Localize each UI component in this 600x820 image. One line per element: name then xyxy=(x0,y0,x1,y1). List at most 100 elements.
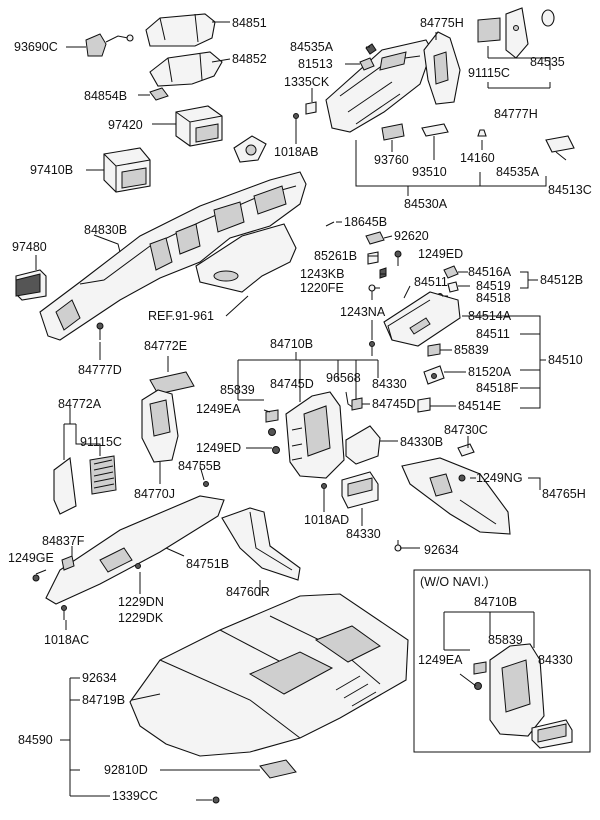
glovebox-84511 xyxy=(383,291,461,347)
label-1018ad: 1018AD xyxy=(304,513,349,527)
column-cover-lower xyxy=(149,51,223,87)
label-84777d: 84777D xyxy=(78,363,122,377)
inset-tray-84330 xyxy=(531,719,573,749)
side-trim-84765h xyxy=(401,457,511,535)
label-84518f: 84518F xyxy=(476,381,519,395)
screw-1243na xyxy=(369,341,375,356)
floor-carpet-84590 xyxy=(129,593,409,757)
vent-round xyxy=(233,135,267,163)
switch-93510 xyxy=(421,123,449,137)
screw-1220fe xyxy=(368,284,376,300)
label-1249ng: 1249NG xyxy=(476,471,523,485)
label-84535a-mid: 84535A xyxy=(496,165,540,179)
label-84745d-a: 84745D xyxy=(270,377,314,391)
clip-81513 xyxy=(359,57,375,71)
label-1229dn: 1229DN xyxy=(118,595,164,609)
label-84514e: 84514E xyxy=(458,399,501,413)
label-84777h: 84777H xyxy=(494,107,538,121)
bracket-84777h xyxy=(505,7,529,59)
label-84330-b: 84330 xyxy=(346,527,381,541)
label-84830b: 84830B xyxy=(84,223,127,237)
inset-label-84330: 84330 xyxy=(538,653,573,667)
label-84511-mid: 84511 xyxy=(476,327,510,341)
clip-14160 xyxy=(477,129,487,137)
clip-84755b xyxy=(203,481,209,487)
label-18645b: 18645B xyxy=(344,215,387,229)
clip-85839-mid xyxy=(265,409,279,423)
column-cover-upper xyxy=(145,13,216,47)
label-1018ab: 1018AB xyxy=(274,145,318,159)
label-96568: 96568 xyxy=(326,371,361,385)
label-84516a: 84516A xyxy=(468,265,512,279)
label-84530a: 84530A xyxy=(404,197,448,211)
clip-84854b xyxy=(149,87,169,101)
label-97420: 97420 xyxy=(108,118,143,132)
label-1249ge: 1249GE xyxy=(8,551,54,565)
grille-91115c xyxy=(89,455,117,495)
inset-clip-85839 xyxy=(473,661,487,675)
clip-84837f xyxy=(61,555,75,571)
lower-trim-84751b xyxy=(45,495,225,605)
speaker-97480 xyxy=(15,269,47,301)
label-92634-bot: 92634 xyxy=(82,671,117,685)
connector-92634-mid xyxy=(394,540,402,552)
label-84772a: 84772A xyxy=(58,397,102,411)
inset-frame xyxy=(413,569,591,753)
labels: 84851 93690C 84852 84854B 97420 97410B 8… xyxy=(8,16,592,803)
lower-panel-ref xyxy=(195,223,297,293)
crash-pad-84830b xyxy=(39,171,307,341)
lamp-92620 xyxy=(365,231,385,245)
clip-84535 xyxy=(541,9,555,27)
label-14160: 14160 xyxy=(460,151,495,165)
label-1243na: 1243NA xyxy=(340,305,386,319)
bolt-1249ed-top xyxy=(394,250,402,266)
label-84775h: 84775H xyxy=(420,16,464,30)
label-84854b: 84854B xyxy=(84,89,127,103)
bolt-1249ge xyxy=(32,574,40,582)
inset-title: (W/O NAVI.) xyxy=(420,575,489,589)
bolt-84777d xyxy=(96,322,104,340)
screw-1018ab xyxy=(293,113,299,132)
label-84511-top: 84511 xyxy=(414,275,448,289)
inset-label-84710b: 84710B xyxy=(474,595,517,609)
label-84837f: 84837F xyxy=(42,534,85,548)
label-1249ed-mid: 1249ED xyxy=(196,441,241,455)
striker-84516a xyxy=(443,265,459,279)
pad-92810d xyxy=(259,759,297,779)
label-92620: 92620 xyxy=(394,229,429,243)
label-85261b: 85261B xyxy=(314,249,357,263)
label-91115c-top: 91115C xyxy=(468,66,510,80)
inset-label-85839: 85839 xyxy=(488,633,523,647)
center-fascia-84710b xyxy=(285,391,345,479)
label-84751b: 84751B xyxy=(186,557,229,571)
label-1220fe: 1220FE xyxy=(300,281,344,295)
screw-1018ac xyxy=(61,605,67,620)
bracket-84760r xyxy=(221,507,301,581)
screw-1249ea xyxy=(268,428,276,436)
label-84852: 84852 xyxy=(232,52,267,66)
label-84535: 84535 xyxy=(530,55,565,69)
switch-93690c xyxy=(85,33,134,57)
label-84590: 84590 xyxy=(18,733,53,747)
label-84330-a: 84330 xyxy=(372,377,407,391)
label-1249ed-top: 1249ED xyxy=(418,247,463,261)
switch-93760 xyxy=(381,123,405,141)
label-84719b: 84719B xyxy=(82,693,125,707)
label-97410b: 97410B xyxy=(30,163,73,177)
label-84512b: 84512B xyxy=(540,273,583,287)
damper-84519 xyxy=(447,281,459,293)
panel-84330b xyxy=(345,425,381,465)
label-1335ck: 1335CK xyxy=(284,75,330,89)
label-84760r: 84760R xyxy=(226,585,270,599)
clip-85261b xyxy=(367,251,379,265)
clip-84730c xyxy=(457,443,475,457)
label-1249ea: 1249EA xyxy=(196,402,241,416)
inset-fascia xyxy=(489,643,545,737)
label-84765h: 84765H xyxy=(542,487,586,501)
screw-1018ad xyxy=(321,483,327,498)
label-92634-mid: 92634 xyxy=(424,543,459,557)
label-84772e: 84772E xyxy=(144,339,187,353)
vent-97410b xyxy=(103,147,151,193)
clip-84535a-top xyxy=(365,43,377,55)
